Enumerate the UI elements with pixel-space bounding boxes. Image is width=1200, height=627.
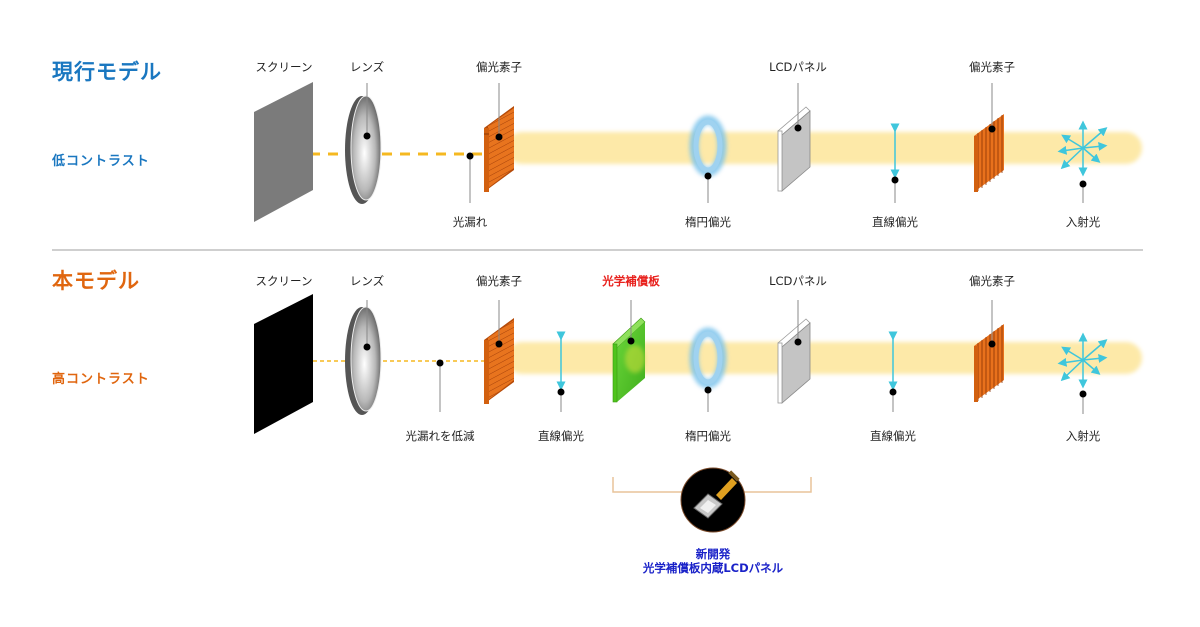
polarizer-horizontal (484, 106, 514, 192)
label-lcd: LCDパネル (769, 60, 827, 74)
label-linear: 直線偏光 (872, 215, 918, 229)
label-polarizer-in: 偏光素子 (969, 274, 1015, 288)
label-linear-out: 直線偏光 (538, 429, 584, 443)
lcd-panel (777, 318, 811, 404)
label-lcd: LCDパネル (769, 274, 827, 288)
label-screen: スクリーン (255, 60, 313, 74)
light-beam (506, 132, 1142, 164)
light-beam (506, 342, 1142, 374)
section-divider (52, 249, 1143, 251)
label-polarizer-out: 偏光素子 (476, 274, 522, 288)
new-model-title: 本モデル (52, 269, 140, 293)
label-lens: レンズ (349, 60, 385, 74)
label-incident: 入射光 (1065, 215, 1101, 229)
label-elliptical: 楕円偏光 (685, 215, 731, 229)
leader-dots (363, 337, 1087, 398)
new-row (254, 294, 1142, 533)
label-elliptical: 楕円偏光 (685, 429, 731, 443)
caption-line-2: 光学補償板内蔵LCDパネル (642, 561, 784, 575)
label-lens: レンズ (349, 274, 385, 288)
incident-light-arrows (1057, 332, 1108, 389)
label-leak-reduced: 光漏れを低減 (405, 429, 475, 443)
label-leak: 光漏れ (452, 215, 488, 229)
elliptical-ring (689, 327, 727, 389)
leader-lines (366, 83, 1084, 203)
bracket (612, 477, 812, 493)
label-polarizer-out: 偏光素子 (476, 60, 522, 74)
optical-compensator-plate (612, 317, 646, 403)
incident-light-arrows (1057, 120, 1108, 177)
label-polarizer-in: 偏光素子 (969, 60, 1015, 74)
polarizer-vertical (974, 114, 1004, 192)
lcd-product-image (680, 467, 746, 533)
lcd-panel (777, 106, 811, 192)
leader-dots (363, 124, 1087, 188)
polarizer-horizontal (484, 318, 514, 404)
screen-gray (254, 82, 313, 222)
polarizer-vertical (974, 324, 1004, 402)
label-incident: 入射光 (1065, 429, 1101, 443)
lens-icon (345, 95, 382, 204)
label-screen: スクリーン (255, 274, 313, 288)
current-contrast-label: 低コントラスト (52, 154, 150, 169)
lens-icon (345, 306, 382, 415)
current-row (254, 82, 1142, 222)
label-linear: 直線偏光 (870, 429, 916, 443)
screen-black (254, 294, 313, 434)
label-compensator: 光学補償板 (602, 274, 660, 288)
elliptical-ring (689, 115, 727, 177)
caption-line-1: 新開発 (695, 547, 731, 561)
new-lcd-caption: 新開発 光学補償板内蔵LCDパネル (643, 547, 783, 575)
current-model-title: 現行モデル (52, 60, 162, 84)
leader-lines (366, 300, 1084, 414)
new-contrast-label: 高コントラスト (52, 372, 150, 387)
